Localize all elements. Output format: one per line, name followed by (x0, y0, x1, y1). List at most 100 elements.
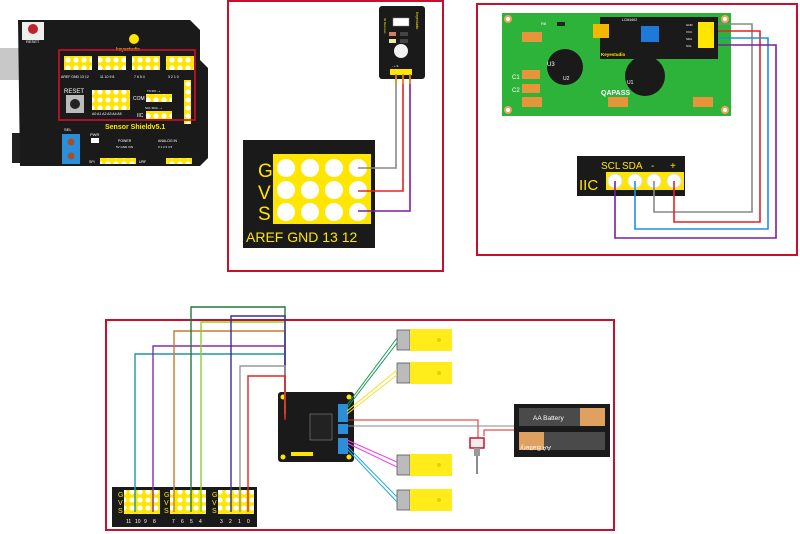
digital-header-2 (98, 56, 126, 70)
label-c1: C1 (512, 75, 520, 81)
backpack-brand: Keyestudio (601, 52, 626, 57)
highlight-box (58, 49, 196, 121)
ir-wire-ground (358, 78, 397, 169)
motor-wire (346, 342, 398, 409)
motor-wire (346, 337, 398, 406)
label-c2: C2 (512, 88, 520, 94)
iic-pin-plus: + (670, 161, 676, 172)
header-pin-label: 3 (220, 519, 223, 525)
iic-pin-scl: SCL (601, 161, 621, 172)
motor-shaft (437, 463, 441, 467)
header-hole (349, 181, 367, 199)
digital-pins-4: 3 2 1 0 (168, 75, 179, 79)
control-wire (247, 375, 286, 512)
ir-row-v: V (258, 183, 271, 204)
header-grid (170, 490, 206, 514)
motor-body (396, 362, 411, 384)
header-hole (277, 181, 295, 199)
header-pin-label: 2 (229, 519, 232, 525)
pin-gnd: GND (686, 23, 694, 27)
power-wire-red-a (347, 419, 479, 438)
label-u2: U2 (563, 76, 570, 82)
gear-motor (396, 362, 452, 384)
motor-body (396, 454, 411, 476)
iic-pin-sda: SDA (622, 161, 643, 172)
motor-shaft (437, 338, 441, 342)
iic-pin-minus: - (651, 161, 654, 172)
lcd-wire-vcc (673, 30, 761, 223)
motor-wire (346, 369, 398, 412)
header-hole (349, 203, 367, 221)
analog-pins: A0 A1 A2 A3 A4 A5 (92, 112, 122, 116)
ir-receiver-icon (394, 44, 408, 58)
iic-label: IIC (137, 113, 144, 119)
iic-holes (607, 173, 682, 189)
power-pins: 5V GND VIN (116, 145, 133, 149)
gear-motor (396, 489, 452, 511)
reset-top-label: RESET (26, 39, 40, 44)
terminal-block (62, 134, 80, 164)
uart-label: URF (139, 160, 146, 164)
pwr-led (91, 138, 99, 143)
motor-wire (346, 442, 398, 468)
power-label: POWER (118, 139, 132, 143)
digital-pins-3: 7 6 5 4 (134, 75, 145, 79)
spi-label: SPI (89, 160, 95, 164)
digital-pins-1: AREF GND 13 12 (61, 75, 89, 79)
gearbox (410, 489, 452, 511)
pin-vcc: VCC (686, 30, 693, 34)
uart-header (166, 158, 192, 164)
battery-label-top: AA Battery (533, 415, 564, 422)
header-hole (325, 159, 343, 177)
pin-sda: SDA (686, 37, 692, 41)
header-hole (277, 159, 295, 177)
header-row-label: G (164, 492, 169, 499)
gearbox (410, 454, 452, 476)
header-pin-label: 6 (181, 519, 184, 525)
com-label: COM (133, 96, 145, 102)
ir-module-brand: Keyestudio (415, 12, 419, 29)
header-hole (301, 203, 319, 221)
header-row-label: S (164, 508, 169, 515)
lcd-blob-u1 (625, 56, 665, 96)
motor-wire (346, 439, 398, 463)
header-pin-label: 0 (247, 519, 250, 525)
iic-side-label: IIC (579, 177, 598, 194)
label-u1: U1 (627, 80, 634, 86)
keyestudio-logo-icon (129, 34, 139, 44)
ir-panel: Keyestudio IR Receiver - + S G V S AREF … (227, 0, 444, 272)
com-pins: TX RX - + (147, 89, 161, 93)
lcd-wire-sda (634, 37, 769, 230)
ir-frame (227, 0, 444, 272)
iic-header (146, 111, 172, 119)
header-row-label: V (164, 500, 169, 507)
reset-label: RESET (64, 89, 84, 95)
header-row-label: G (118, 492, 123, 499)
gear-motor (396, 329, 452, 351)
lcd-frame (476, 3, 798, 256)
backpack-chip: LCM1602 (622, 18, 637, 22)
header-hole (325, 181, 343, 199)
gearbox (410, 362, 452, 384)
lcd-brand: QAPASS (601, 90, 630, 97)
header-grid (124, 490, 160, 514)
lcd-wire-scl (614, 44, 777, 239)
battery-label-bottom: AA Battery (520, 444, 551, 451)
motor-shaft (437, 371, 441, 375)
header-hole (301, 181, 319, 199)
header-pin-label: 9 (144, 519, 147, 525)
ir-row-s: S (258, 204, 271, 225)
motor-frame (105, 319, 615, 531)
lcd-panel: C1 C2 U3 U2 U1 R8 QAPASS LCM1602 Keyestu… (476, 3, 798, 256)
lcd-blob-u2 (547, 49, 583, 85)
motor-shaft (437, 498, 441, 502)
toggle-switch[interactable] (469, 437, 485, 449)
analog-in-label: ANALOG IN (158, 139, 178, 143)
ir-header-holes (277, 159, 367, 221)
header-pin-label: 7 (172, 519, 175, 525)
motor-body (396, 489, 411, 511)
ir-row-g: G (258, 161, 273, 182)
ir-wire-vcc (358, 78, 404, 192)
digital-header-3 (132, 56, 160, 70)
